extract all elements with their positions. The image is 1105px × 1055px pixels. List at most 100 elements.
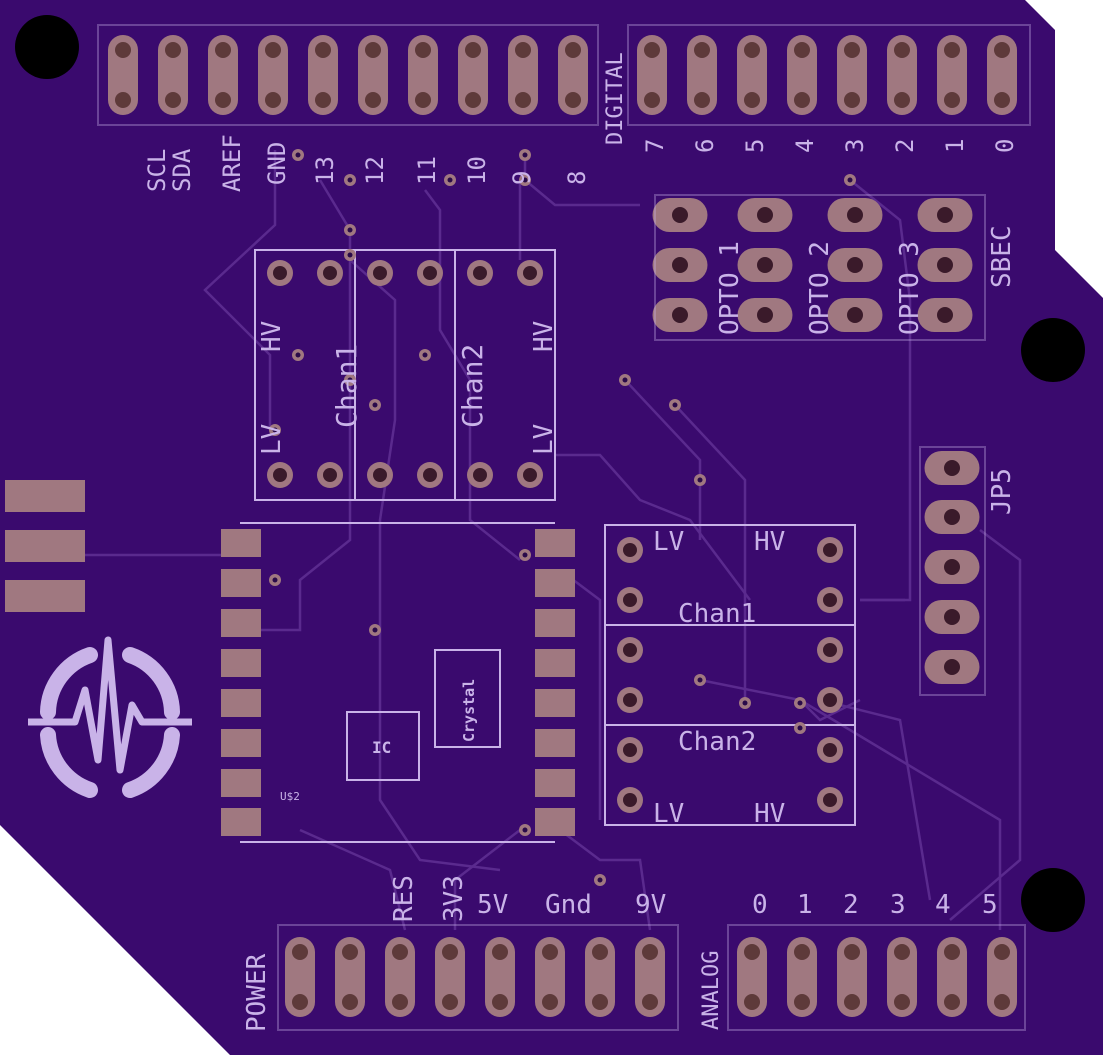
top-header-pads (108, 35, 1017, 115)
header-pin (158, 35, 188, 115)
header-pin (887, 35, 917, 115)
module-pad (535, 808, 575, 836)
crystal-label: Crystal (460, 679, 478, 742)
pad (652, 198, 708, 232)
level-shifter-top (254, 249, 556, 501)
top-pin-label: 1 (941, 139, 969, 153)
top-pin-label: GND (263, 142, 291, 185)
dip-pad (817, 587, 843, 613)
module-pad (535, 529, 575, 557)
analog-pin-label: 3 (890, 890, 906, 920)
pad (827, 298, 883, 332)
module-pad (221, 529, 261, 557)
top-pin-label: SCL (143, 149, 171, 192)
lv-right-label: LV (529, 424, 559, 455)
module-pad (221, 808, 261, 836)
dip-pad (417, 260, 443, 286)
pad (737, 298, 793, 332)
dip-pad (517, 462, 543, 488)
module-ref-label: U$2 (280, 790, 300, 803)
dip-pad (367, 260, 393, 286)
chan1-right-label: Chan1 (678, 599, 756, 629)
power-pin-label: 5V (477, 890, 508, 920)
header-pin (987, 937, 1017, 1017)
pad (924, 550, 980, 584)
dip-pad (817, 537, 843, 563)
top-pin-label: SDA (168, 148, 196, 192)
top-pin-label: 2 (891, 139, 919, 153)
dip-pad (267, 260, 293, 286)
analog-pin-label: 2 (843, 890, 859, 920)
pad (924, 650, 980, 684)
edge-pad (5, 480, 85, 512)
opto-2-label: OPTO 2 (805, 241, 835, 335)
opto-labels: OPTO 1 OPTO 2 OPTO 3 SBEC (715, 225, 1017, 335)
power-pin-label: 3V3 (439, 875, 469, 922)
vias (269, 149, 856, 886)
header-pin (737, 937, 767, 1017)
analog-pin-label: 4 (935, 890, 951, 920)
dip-pad (617, 587, 643, 613)
edge-pad (5, 530, 85, 562)
module-pad (535, 649, 575, 677)
lv-left-label: LV (257, 424, 287, 455)
level-shifter-right-pads (617, 537, 843, 813)
pad (737, 248, 793, 282)
header-pin (787, 35, 817, 115)
edge-pad (5, 580, 85, 612)
header-pin (308, 35, 338, 115)
header-pin (258, 35, 288, 115)
dip-pad (617, 637, 643, 663)
pad (924, 600, 980, 634)
header-pin (687, 35, 717, 115)
power-pin-label: 9V (635, 890, 666, 920)
header-pin (737, 35, 767, 115)
header-pin (787, 937, 817, 1017)
pad (917, 248, 973, 282)
header-pin (358, 35, 388, 115)
header-pin (635, 937, 665, 1017)
top-pin-label: 6 (691, 139, 719, 153)
top-pin-label: 13 (311, 156, 339, 185)
dip-pad (817, 787, 843, 813)
header-pin (508, 35, 538, 115)
dip-pad (617, 737, 643, 763)
top-pin-label: 5 (741, 139, 769, 153)
pad (652, 248, 708, 282)
chan2-label: Chan2 (456, 344, 489, 428)
header-pin (385, 937, 415, 1017)
power-pin-label: Gnd (545, 890, 592, 920)
module-pad (221, 569, 261, 597)
power-label: POWER (242, 953, 272, 1032)
top-pin-label: 7 (641, 139, 669, 153)
hv-top-label: HV (754, 527, 785, 557)
level-shifter-right-labels: LV HV Chan1 Chan2 LV HV (653, 527, 785, 829)
analog-label: ANALOG (699, 951, 724, 1030)
header-pin (335, 937, 365, 1017)
hv-bottom-label: HV (754, 799, 785, 829)
header-pin (535, 937, 565, 1017)
digital-label: DIGITAL (603, 52, 628, 145)
header-silk (97, 24, 1031, 1031)
header-pin (837, 35, 867, 115)
mounting-hole (1021, 318, 1085, 382)
pad (917, 298, 973, 332)
chan1-label: Chan1 (330, 344, 363, 428)
chan2-right-label: Chan2 (678, 727, 756, 757)
jp5-pads (924, 451, 980, 684)
dip-pad (617, 687, 643, 713)
hv-right-label: HV (529, 321, 559, 352)
dip-pad (417, 462, 443, 488)
pad (917, 198, 973, 232)
module-pad (221, 769, 261, 797)
module-pads (221, 529, 575, 836)
logo-icon (40, 647, 180, 798)
top-pin-label: AREF (218, 134, 246, 192)
mounting-hole (1021, 868, 1085, 932)
module-pad (535, 729, 575, 757)
level-shifter-right (604, 524, 856, 826)
module-pad (221, 609, 261, 637)
